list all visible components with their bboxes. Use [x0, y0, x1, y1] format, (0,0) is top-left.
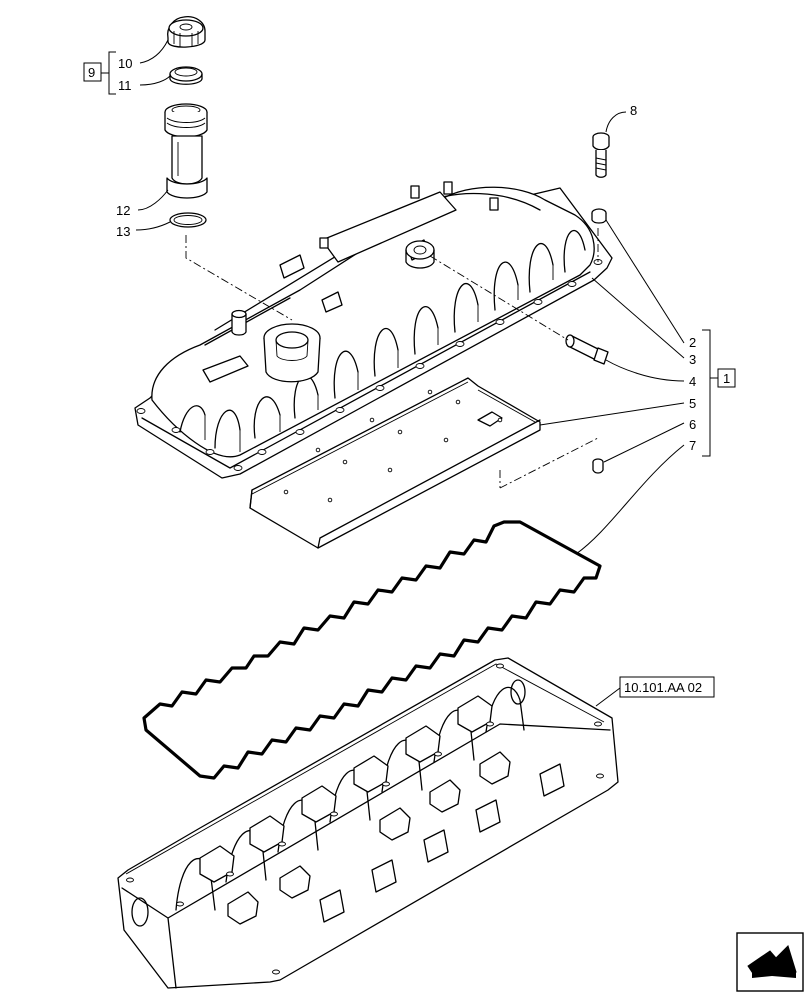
filler-cap	[167, 16, 206, 48]
reference-box[interactable]: 10.101.AA 02	[619, 676, 715, 698]
callout-labels: 10 11 12 13 8 2 3 4 5 6 7	[116, 56, 696, 453]
cam-saddles	[199, 695, 511, 925]
flange-holes	[136, 259, 603, 471]
box-1: 1	[717, 368, 736, 388]
cover-gasket	[142, 520, 602, 780]
plate-screw	[592, 458, 604, 474]
callout-4: 4	[689, 374, 696, 389]
callout-11: 11	[118, 78, 132, 93]
seal-ring	[169, 66, 203, 85]
baffle-holes	[283, 389, 503, 503]
callout-3: 3	[689, 352, 696, 367]
assembly-lines	[185, 228, 599, 489]
o-ring	[169, 212, 207, 228]
callout-brackets	[101, 51, 718, 457]
leader-lines	[135, 39, 685, 707]
callout-7: 7	[689, 438, 696, 453]
next-page-arrow-icon[interactable]	[736, 932, 804, 992]
callout-12: 12	[116, 203, 130, 218]
bolt-washer	[591, 208, 607, 224]
cylinder-head	[117, 657, 619, 989]
callout-2: 2	[689, 335, 696, 350]
box-9-label: 9	[88, 65, 95, 80]
baffle-plate	[249, 377, 541, 549]
box-9: 9	[83, 62, 102, 82]
head-bolt-holes	[126, 663, 604, 975]
valve-cover	[134, 181, 613, 479]
box-1-label: 1	[723, 371, 730, 386]
filler-neck	[164, 103, 208, 199]
callout-10: 10	[118, 56, 132, 71]
callout-5: 5	[689, 396, 696, 411]
callout-6: 6	[689, 417, 696, 432]
callout-13: 13	[116, 224, 130, 239]
reference-label: 10.101.AA 02	[624, 680, 702, 695]
cover-bolt	[592, 132, 610, 178]
breather-fitting	[565, 334, 609, 365]
callout-8: 8	[630, 103, 637, 118]
